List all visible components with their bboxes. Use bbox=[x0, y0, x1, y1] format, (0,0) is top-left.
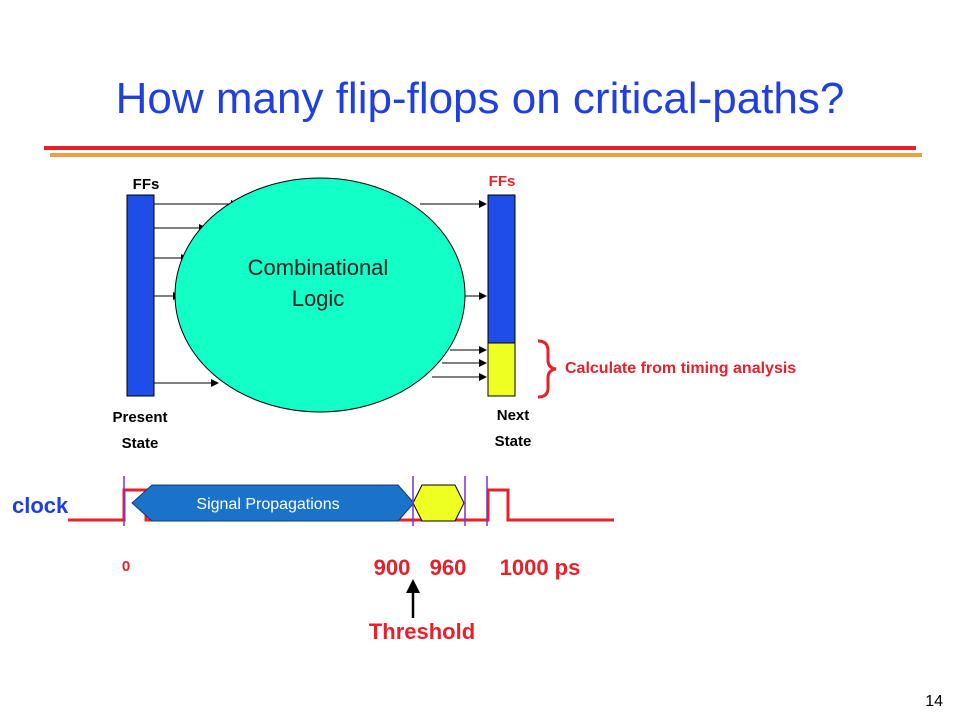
slide-title: How many flip-flops on critical-paths? bbox=[115, 74, 845, 123]
next-state-label-line2: State bbox=[495, 433, 532, 450]
time-guide-lines bbox=[123, 476, 488, 526]
critical-ff-highlight bbox=[487, 342, 516, 397]
present-state-label-line1: Present bbox=[112, 409, 167, 426]
combinational-logic-ellipse bbox=[174, 177, 466, 413]
right-ff-label: FFs bbox=[489, 173, 516, 190]
clock-label: clock bbox=[12, 493, 69, 518]
left-ff-label: FFs bbox=[133, 176, 160, 193]
next-state-label-line1: Next bbox=[497, 407, 530, 424]
tick-label-900: 900 bbox=[374, 555, 411, 580]
tick-label-1000: 1000 ps bbox=[500, 555, 581, 580]
curly-brace bbox=[537, 339, 557, 399]
signal-propagation-label: Signal Propagations bbox=[196, 496, 339, 513]
tick-label-960: 960 bbox=[430, 555, 467, 580]
present-state-ff-bar bbox=[126, 194, 155, 397]
logic-label-line1: Combinational bbox=[248, 255, 389, 280]
page-number: 14 bbox=[925, 693, 943, 710]
tick-label-0: 0 bbox=[122, 558, 130, 575]
threshold-label: Threshold bbox=[369, 619, 475, 644]
present-state-label-line2: State bbox=[122, 435, 159, 452]
logic-label-line2: Logic bbox=[292, 286, 345, 311]
timing-analysis-annotation: Calculate from timing analysis bbox=[565, 360, 796, 377]
threshold-window-hexagon bbox=[412, 484, 465, 522]
output-arrows bbox=[420, 200, 487, 381]
